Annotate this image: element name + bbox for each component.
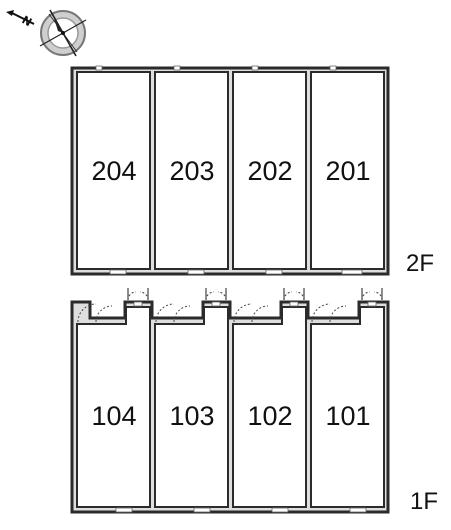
room-104 bbox=[76, 306, 151, 508]
floor-1f: 104 103 102 101 1F bbox=[70, 288, 438, 515]
unit-number-204: 204 bbox=[91, 156, 136, 186]
room-102 bbox=[232, 306, 307, 508]
floor-label-1f: 1F bbox=[410, 488, 438, 515]
compass-rose-icon bbox=[39, 9, 87, 57]
room-103 bbox=[154, 306, 229, 508]
unit-number-101: 101 bbox=[325, 401, 370, 431]
floor-2f-labels: 204 203 202 201 bbox=[91, 156, 370, 186]
north-arrow-icon: N bbox=[6, 10, 35, 29]
room-101 bbox=[310, 306, 385, 508]
room-201 bbox=[310, 71, 385, 270]
room-203 bbox=[154, 71, 229, 270]
unit-number-201: 201 bbox=[325, 156, 370, 186]
floor-1f-labels: 104 103 102 101 bbox=[91, 401, 370, 431]
door-leaf-icons bbox=[127, 288, 383, 300]
room-204 bbox=[76, 71, 151, 270]
unit-number-102: 102 bbox=[247, 401, 292, 431]
floor-2f-rooms bbox=[76, 71, 385, 270]
compass: N bbox=[6, 9, 87, 57]
unit-number-104: 104 bbox=[91, 401, 136, 431]
floor-2f-windows bbox=[95, 65, 363, 275]
floor-1f-rooms bbox=[76, 306, 385, 508]
floor-2f: 204 203 202 201 2F bbox=[70, 65, 434, 277]
unit-number-103: 103 bbox=[169, 401, 214, 431]
floor-label-2f: 2F bbox=[406, 250, 434, 277]
unit-number-202: 202 bbox=[247, 156, 292, 186]
room-202 bbox=[232, 71, 307, 270]
unit-number-203: 203 bbox=[169, 156, 214, 186]
floor-1f-windows bbox=[115, 301, 377, 513]
compass-north-label: N bbox=[20, 13, 34, 29]
